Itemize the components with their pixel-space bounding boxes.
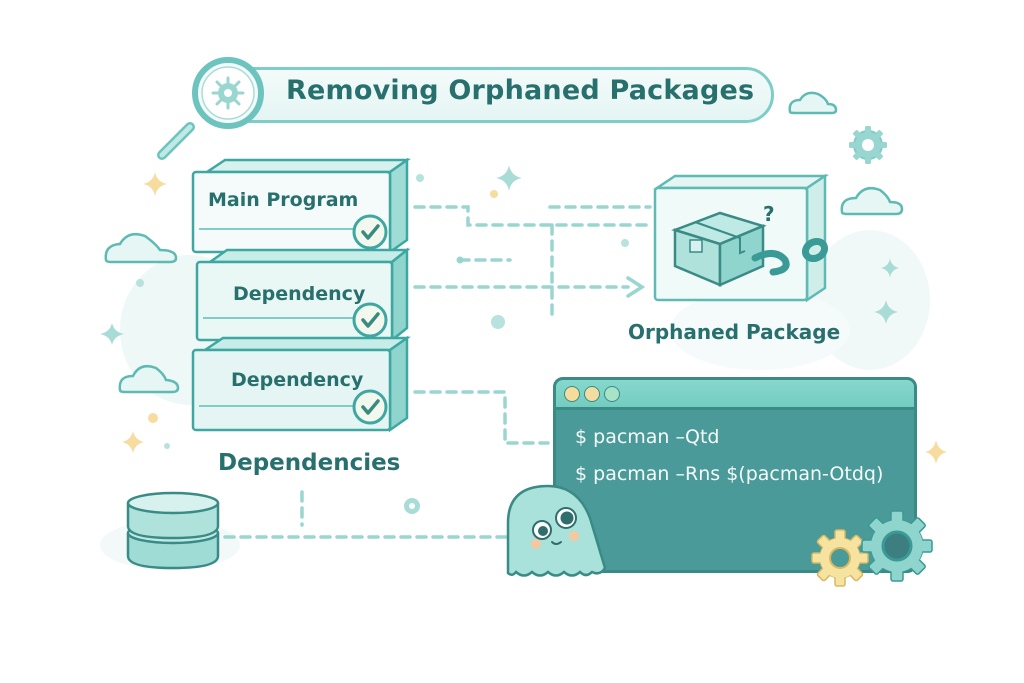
dot <box>491 315 505 329</box>
database-icon <box>126 491 220 570</box>
gears-icon <box>811 510 933 587</box>
connector-line <box>413 205 652 227</box>
sparkle-icon <box>122 431 144 453</box>
dot <box>621 239 629 247</box>
sparkle-icon <box>100 323 124 345</box>
window-dot-close[interactable] <box>564 386 580 402</box>
terminal-command-1: $ pacman –Qtd <box>575 426 720 448</box>
dependency-stack <box>191 157 411 433</box>
cloud-icon <box>788 91 838 115</box>
teal-gear-icon <box>861 510 933 582</box>
cloud-icon <box>104 233 178 264</box>
dot <box>136 279 144 287</box>
stack-label-dependency-2: Dependency <box>231 369 364 391</box>
stack-box-main-program <box>191 157 411 255</box>
bug-gear-icon <box>211 76 245 110</box>
question-mark-icon: ? <box>763 202 775 226</box>
stack-label-main-program: Main Program <box>208 189 359 211</box>
terminal-titlebar <box>556 380 914 410</box>
sparkle-icon <box>874 300 898 324</box>
connector-line <box>413 390 550 445</box>
dot <box>164 443 170 449</box>
dot <box>490 190 498 198</box>
package-box-icon <box>671 211 767 287</box>
window-dot-maximize[interactable] <box>604 386 620 402</box>
broken-chain-icon <box>751 237 829 276</box>
orphaned-package-caption: Orphaned Package <box>628 320 841 344</box>
sparkle-icon <box>925 440 947 464</box>
cloud-icon <box>840 187 904 216</box>
dependencies-caption: Dependencies <box>218 450 401 476</box>
check-icon <box>352 302 388 338</box>
page-title: Removing Orphaned Packages <box>286 75 755 106</box>
terminal-command-2: $ pacman –Rns $(pacman-Otdq) <box>575 463 884 485</box>
sparkle-icon <box>143 172 167 196</box>
cloud-icon <box>118 365 180 394</box>
sparkle-icon <box>881 258 899 278</box>
gear-icon <box>849 126 887 164</box>
yellow-gear-icon <box>811 529 869 587</box>
orphaned-package-illustration: ? <box>652 173 830 303</box>
dot <box>456 256 464 264</box>
gear-icon <box>404 498 420 514</box>
check-icon <box>352 389 388 425</box>
sparkle-icon <box>496 165 522 191</box>
stack-box-dependency-1 <box>195 247 411 343</box>
dot <box>416 174 424 182</box>
stack-label-dependency-1: Dependency <box>233 283 366 305</box>
dot <box>148 413 158 423</box>
window-dot-minimize[interactable] <box>584 386 600 402</box>
stack-box-dependency-2 <box>191 335 411 433</box>
ghost-mascot-icon <box>506 484 607 577</box>
arrow-head-icon <box>626 276 646 298</box>
magnifier-icon <box>157 57 264 160</box>
soft-blob <box>670 290 850 370</box>
title-banner <box>222 67 774 123</box>
check-icon <box>352 214 388 250</box>
